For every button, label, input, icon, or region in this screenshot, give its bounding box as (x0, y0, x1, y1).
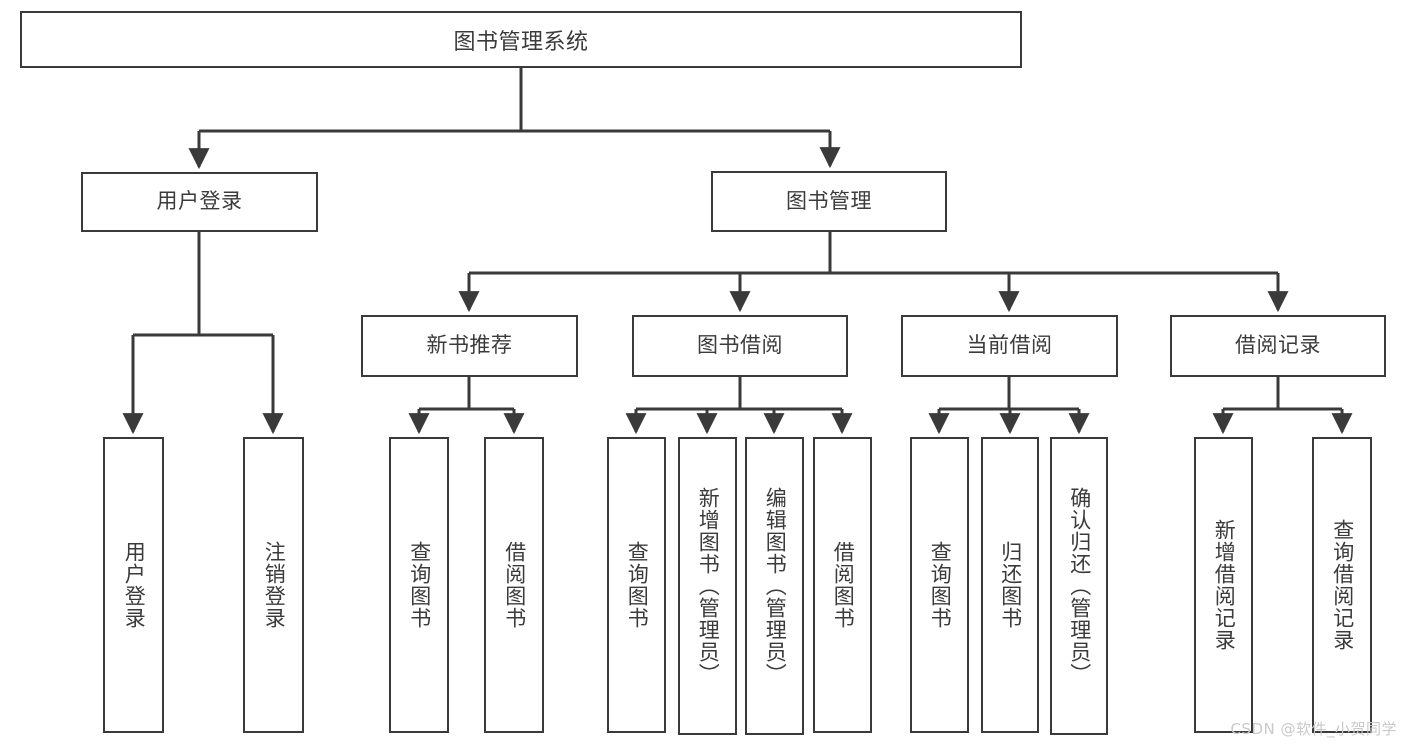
leaf-query-book-borrow-label: 查询图书 (625, 541, 650, 629)
leaf-edit-book-admin[interactable]: 编辑图书（管理员） (745, 437, 804, 735)
node-new-book-recommend-label: 新书推荐 (426, 333, 513, 358)
leaf-query-book-new[interactable]: 查询图书 (389, 437, 449, 733)
leaf-confirm-return-admin[interactable]: 确认归还（管理员） (1050, 437, 1108, 735)
node-new-book-recommend[interactable]: 新书推荐 (361, 315, 578, 377)
leaf-query-book-current-label: 查询图书 (928, 541, 953, 629)
leaf-add-borrow-record[interactable]: 新增借阅记录 (1194, 437, 1253, 733)
leaf-borrow-book-new-label: 借阅图书 (502, 541, 527, 629)
node-book-management-label: 图书管理 (786, 188, 872, 213)
node-borrow-record-label: 借阅记录 (1235, 333, 1321, 358)
node-current-borrow-label: 当前借阅 (966, 333, 1053, 358)
leaf-query-book-borrow[interactable]: 查询图书 (607, 437, 666, 733)
node-book-borrow-label: 图书借阅 (697, 333, 783, 358)
leaf-return-book[interactable]: 归还图书 (981, 437, 1039, 733)
leaf-query-book-current[interactable]: 查询图书 (910, 437, 969, 733)
leaf-user-login-label: 用户登录 (122, 541, 147, 629)
leaf-add-book-admin[interactable]: 新增图书（管理员） (678, 437, 737, 735)
node-root-system[interactable]: 图书管理系统 (20, 11, 1022, 68)
leaf-borrow-book-new[interactable]: 借阅图书 (484, 437, 544, 733)
leaf-return-book-label: 归还图书 (998, 541, 1023, 629)
leaf-user-login[interactable]: 用户登录 (103, 437, 164, 733)
node-root-system-label: 图书管理系统 (453, 29, 589, 55)
leaf-borrow-book[interactable]: 借阅图书 (813, 437, 872, 733)
leaf-query-borrow-record[interactable]: 查询借阅记录 (1312, 437, 1372, 733)
leaf-edit-book-admin-label: 编辑图书（管理员） (763, 487, 788, 685)
leaf-query-borrow-record-label: 查询借阅记录 (1330, 519, 1355, 651)
leaf-add-borrow-record-label: 新增借阅记录 (1212, 519, 1237, 651)
leaf-borrow-book-label: 借阅图书 (831, 541, 856, 629)
leaf-add-book-admin-label: 新增图书（管理员） (696, 487, 721, 685)
node-book-management[interactable]: 图书管理 (711, 171, 947, 232)
node-user-login-label: 用户登录 (156, 189, 243, 214)
leaf-query-book-new-label: 查询图书 (407, 541, 432, 629)
leaf-confirm-return-admin-label: 确认归还（管理员） (1067, 487, 1092, 685)
node-user-login[interactable]: 用户登录 (81, 172, 318, 232)
leaf-user-logout[interactable]: 注销登录 (243, 437, 304, 733)
node-book-borrow[interactable]: 图书借阅 (632, 315, 848, 377)
leaf-user-logout-label: 注销登录 (262, 541, 287, 629)
node-current-borrow[interactable]: 当前借阅 (901, 315, 1118, 377)
node-borrow-record[interactable]: 借阅记录 (1170, 315, 1386, 377)
